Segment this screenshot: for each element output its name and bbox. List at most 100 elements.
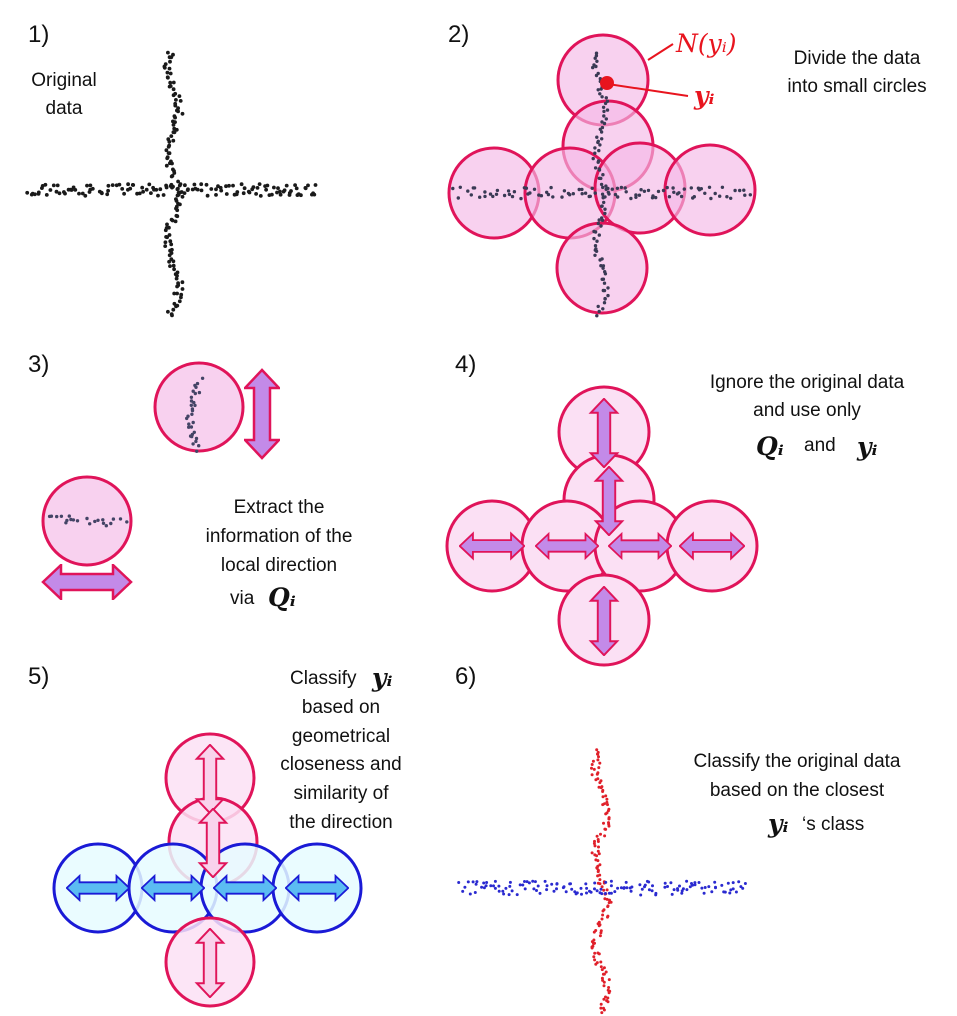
data-point	[180, 280, 185, 285]
vertical-class-point	[592, 767, 596, 771]
horizontal-class-point	[680, 891, 684, 895]
data-point	[725, 195, 729, 199]
data-point	[738, 188, 742, 193]
horizontal-class-point	[722, 890, 726, 894]
panel-5: 5) Classify yᵢ based on geometrical clos…	[28, 663, 402, 1008]
data-point	[161, 193, 166, 197]
data-point	[180, 287, 185, 291]
horizontal-class-point	[485, 881, 489, 884]
vertical-class-point	[607, 901, 611, 905]
horizontal-class-point	[589, 890, 593, 894]
horizontal-class-point	[638, 883, 642, 887]
data-points-in-circles	[451, 51, 752, 318]
data-point	[600, 95, 604, 99]
horizontal-class-point	[640, 887, 644, 891]
patch-point	[194, 439, 198, 444]
data-point	[600, 277, 604, 281]
data-point	[43, 182, 48, 187]
data-point	[178, 99, 183, 103]
horizontal-class-point	[604, 880, 608, 884]
data-point	[179, 295, 183, 300]
data-point	[597, 233, 601, 237]
data-point	[180, 194, 185, 199]
vertical-class-point	[602, 966, 606, 970]
panel-3: 3) Extract the information of the local …	[28, 351, 352, 612]
selected-point-marker	[600, 76, 614, 90]
data-point	[199, 182, 204, 187]
data-point	[303, 186, 308, 191]
data-point	[227, 183, 231, 188]
original-data-scatter	[25, 50, 318, 318]
data-point	[599, 130, 604, 134]
data-point	[173, 120, 177, 124]
vertical-class-point	[596, 752, 600, 756]
data-point	[742, 188, 746, 192]
data-point	[593, 244, 598, 248]
data-point	[596, 160, 600, 164]
data-point	[568, 193, 572, 197]
horizontal-class-point	[713, 880, 717, 884]
data-point	[603, 101, 608, 106]
horizontal-class-point	[616, 886, 620, 890]
horizontal-class-point	[600, 892, 604, 896]
data-point	[149, 191, 153, 196]
horizontal-class-point	[629, 889, 633, 893]
patch-point	[69, 517, 73, 522]
data-point	[602, 109, 606, 114]
data-point	[173, 115, 178, 120]
patch-point	[190, 408, 195, 413]
data-point	[692, 195, 696, 199]
data-point	[40, 186, 44, 191]
vertical-class-point	[601, 909, 605, 913]
horizontal-class-point	[536, 884, 540, 888]
panel-4-caption-line-1: Ignore the original data	[710, 372, 905, 393]
data-point	[166, 75, 170, 80]
vertical-class-point	[605, 797, 609, 801]
horizontal-class-point	[533, 880, 537, 884]
panel-4-symbol-q: Qᵢ	[756, 432, 784, 461]
data-point	[171, 87, 176, 92]
vertical-class-point	[590, 851, 594, 855]
vertical-class-point	[595, 748, 599, 752]
horizontal-class-point	[468, 892, 472, 896]
data-point	[699, 187, 703, 191]
patch-point	[111, 517, 116, 521]
data-point	[62, 190, 66, 194]
data-point	[168, 59, 172, 64]
data-point	[491, 194, 495, 199]
panel-4-caption-line-2: and use only	[753, 400, 861, 421]
patch-point	[195, 449, 199, 453]
data-point	[604, 96, 608, 100]
horizontal-class-point	[666, 885, 669, 888]
panel-5-caption-line-5: similarity of	[293, 783, 389, 804]
data-point	[171, 130, 176, 135]
vertical-class-point	[598, 882, 602, 886]
data-point	[510, 194, 515, 199]
horizontal-class-point	[575, 891, 579, 895]
data-point	[661, 188, 666, 193]
data-point	[167, 253, 172, 258]
horizontal-class-point	[538, 891, 542, 895]
horizontal-class-point	[741, 886, 745, 890]
horizontal-class-point	[555, 887, 558, 891]
vertical-class-point	[599, 931, 603, 935]
data-point	[270, 192, 274, 197]
vertical-class-point	[596, 859, 600, 863]
data-point	[173, 103, 178, 108]
data-point	[131, 183, 136, 187]
horizontal-class-point	[532, 887, 536, 891]
horizontal-class-point	[550, 882, 554, 886]
data-point	[595, 59, 599, 63]
patch-point	[193, 403, 197, 408]
data-point	[600, 218, 605, 222]
data-point	[171, 123, 176, 127]
data-point	[276, 186, 280, 191]
data-point	[583, 191, 588, 195]
horizontal-class-point	[527, 881, 531, 885]
patch-point	[49, 514, 54, 518]
horizontal-class-point	[497, 884, 501, 888]
panel-3-caption-line-1: Extract the	[234, 497, 325, 518]
data-point	[166, 309, 170, 314]
vertical-class-point	[603, 834, 607, 838]
data-point	[718, 194, 722, 198]
